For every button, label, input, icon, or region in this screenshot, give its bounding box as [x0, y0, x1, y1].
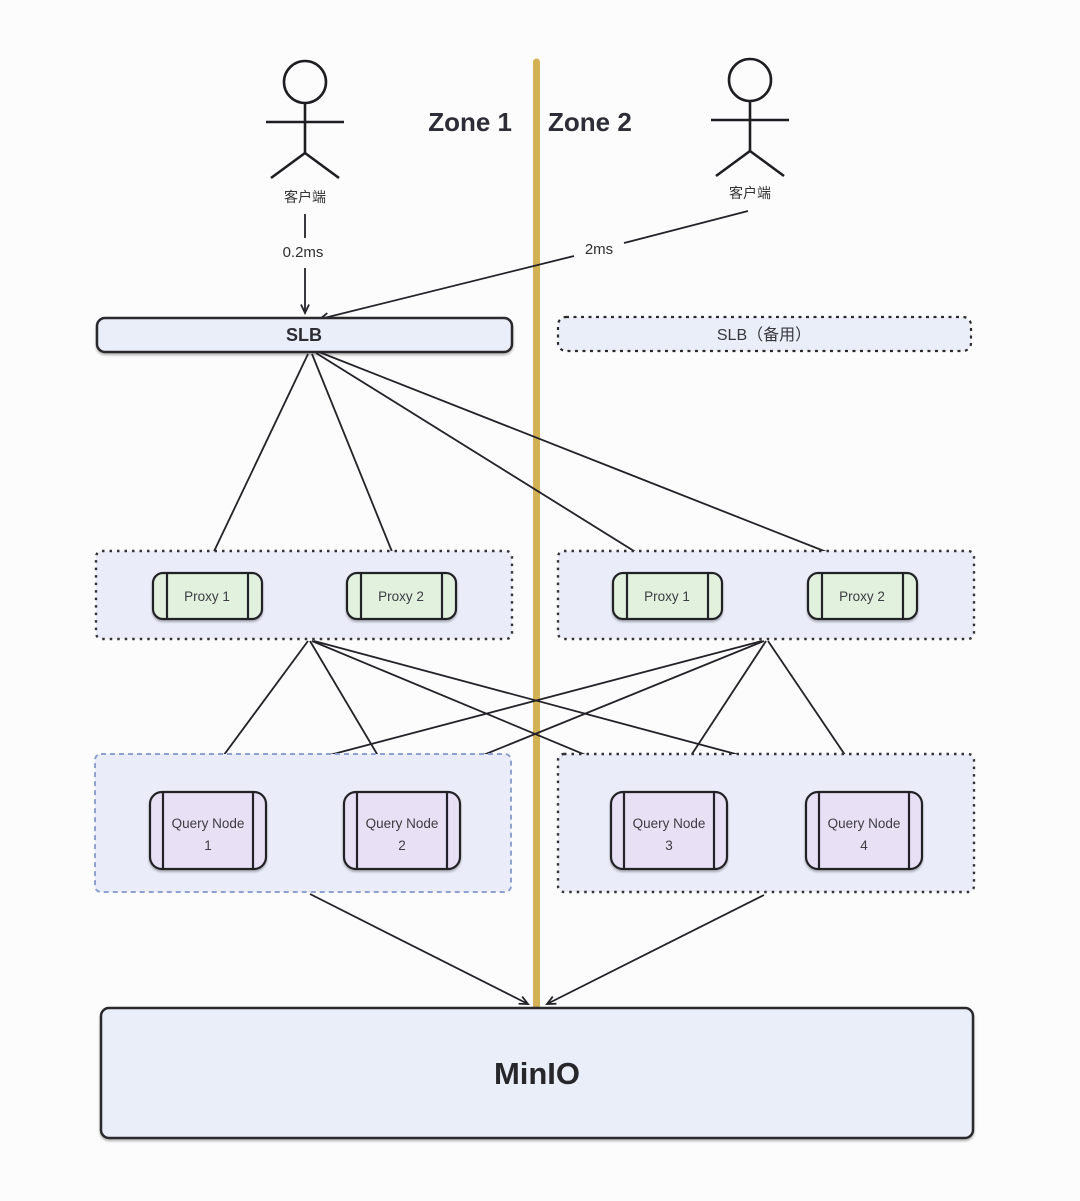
query-node-4-label: Query Node	[828, 816, 901, 831]
query-node-2-label: Query Node	[366, 816, 439, 831]
slb-primary-label: SLB	[286, 325, 322, 345]
slb-primary-box	[95, 316, 514, 354]
edges-querygroups-to-minio	[309, 893, 765, 1005]
edge-client1-to-slb: 0.2ms	[283, 214, 324, 316]
proxy-node-zone2-2: Proxy 2	[806, 571, 919, 621]
client-zone1-label: 客户端	[284, 189, 326, 205]
query-node-2: Query Node 2	[342, 790, 462, 871]
latency-zone1-label: 0.2ms	[283, 244, 324, 261]
slb-backup-box	[556, 315, 973, 353]
proxy-node-zone1-2-label: Proxy 2	[378, 589, 424, 604]
proxy-node-zone1-1-label: Proxy 1	[184, 589, 230, 604]
proxy-node-zone2-1: Proxy 1	[611, 571, 724, 621]
zone2-title: Zone 2	[548, 107, 632, 137]
query-node-4-number: 4	[860, 838, 868, 853]
query-node-1: Query Node 1	[148, 790, 268, 871]
proxy-node-zone1-2: Proxy 2	[345, 571, 458, 621]
zone1-title: Zone 1	[428, 107, 512, 137]
slb-backup-label: SLB（备用）	[717, 326, 811, 344]
minio-label: MinIO	[494, 1056, 580, 1091]
proxy-node-zone2-1-label: Proxy 1	[644, 589, 690, 604]
proxy-node-zone2-2-label: Proxy 2	[839, 589, 885, 604]
query-node-4: Query Node 4	[804, 790, 924, 871]
edges-slb-to-proxies	[207, 351, 854, 568]
query-node-3-label: Query Node	[633, 816, 706, 831]
query-node-1-label: Query Node	[172, 816, 245, 831]
query-node-1-number: 1	[204, 838, 212, 853]
latency-zone2-label: 2ms	[585, 241, 613, 258]
client-zone2-actor-icon	[711, 57, 789, 178]
proxy-node-zone1-1: Proxy 1	[151, 571, 264, 621]
minio-box	[99, 1006, 975, 1140]
client-zone2-label: 客户端	[729, 185, 771, 201]
edge-client2-to-slb: 2ms	[317, 210, 749, 322]
query-node-3: Query Node 3	[609, 790, 729, 871]
query-node-3-number: 3	[665, 838, 673, 853]
client-zone1-actor-icon	[266, 59, 344, 180]
query-node-2-number: 2	[398, 838, 406, 853]
